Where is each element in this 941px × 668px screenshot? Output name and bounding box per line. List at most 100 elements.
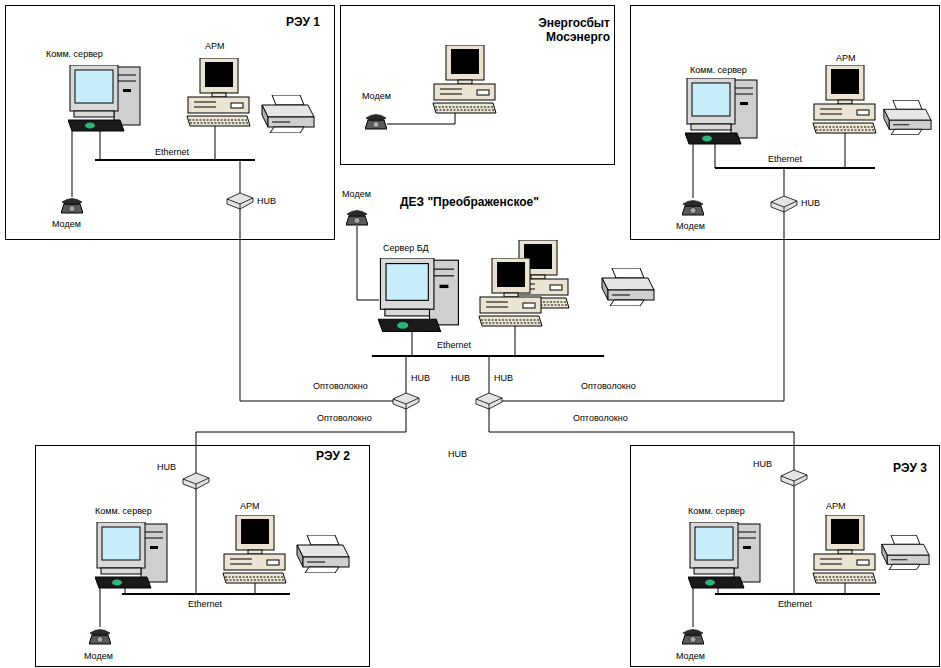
workstation-icon [479, 258, 542, 326]
hub-body [476, 393, 502, 409]
site-frame: РЭУ 2HUB [35, 445, 370, 667]
hub-icon [476, 393, 502, 409]
office-frame [631, 6, 940, 240]
lan-wire [489, 356, 490, 393]
hub-label: HUB [494, 374, 513, 384]
modem-icon [61, 199, 83, 214]
server-icon [685, 78, 757, 144]
energosbyt-equipment [365, 45, 496, 129]
ethernet-bus [122, 593, 290, 595]
ethernet-bus [95, 159, 255, 161]
device-label: АРМ [826, 502, 845, 512]
hub-label: HUB [257, 197, 276, 207]
modem-wire [100, 588, 101, 627]
link-label: Оптоволокно [312, 382, 369, 392]
device-label: Модем [362, 92, 391, 102]
server-icon [688, 522, 760, 588]
workstation-icon [813, 65, 876, 133]
workstation-icon [187, 58, 250, 126]
workstation-icon [813, 515, 876, 583]
hub-edge [489, 404, 490, 409]
workstation-icon [433, 45, 496, 113]
hub-edge [476, 398, 502, 404]
device-label: Комм. сервер [690, 66, 747, 76]
device-label: Ethernet [768, 155, 802, 165]
lan-wire [100, 131, 101, 160]
dez-equipment [346, 211, 654, 394]
link-label: Оптоволокно [316, 414, 373, 424]
hub-edge [196, 484, 197, 489]
hub-body [393, 393, 419, 409]
reu1-equipment [61, 58, 314, 213]
hub-icon [393, 393, 419, 409]
hub-edge [406, 404, 407, 409]
fiber-link [240, 209, 393, 401]
device-label: Ethernet [778, 600, 812, 610]
site-title: РЭУ 2 [316, 450, 350, 464]
hub-icon [781, 470, 807, 486]
hub-edge [240, 204, 241, 209]
fiber-link [196, 409, 406, 473]
site-title: РЭУ 1 [286, 16, 320, 30]
modem-icon [346, 211, 368, 226]
hub-node: HUB [781, 470, 807, 486]
lan-wire [240, 160, 241, 193]
hub-icon [771, 196, 797, 212]
server-icon [95, 522, 167, 588]
modem-wire [693, 588, 694, 627]
lan-wire [412, 332, 413, 356]
hub-edge [784, 207, 785, 212]
hub-label: HUB [411, 374, 430, 384]
ethernet-bus [715, 167, 875, 169]
office-equipment [682, 65, 931, 215]
hub-edge [393, 398, 419, 404]
ethernet-bus [715, 593, 880, 595]
device-label: Ethernet [437, 341, 471, 351]
lan-wire [255, 583, 256, 594]
hub-icon [183, 473, 209, 489]
device-label: Модем [84, 652, 113, 662]
lan-wire [406, 356, 407, 393]
hub-icon [227, 193, 253, 209]
hub-node: HUB [227, 193, 253, 209]
hub-body [781, 470, 807, 486]
hub-node: HUB [393, 393, 419, 409]
site-title: ДЕЗ "Преображенское" [400, 196, 539, 209]
hub-edge [794, 481, 795, 486]
db-server-icon [378, 258, 458, 332]
hub-edge [227, 198, 253, 204]
server-icon [68, 65, 140, 131]
hub-body [183, 473, 209, 489]
device-label: HUB [451, 374, 470, 384]
lan-wire [718, 588, 719, 594]
printer-icon [602, 268, 654, 306]
device-label: Комм. сервер [95, 507, 152, 517]
site-title: Энергосбыт Мосэнерго [526, 17, 610, 45]
lan-wire [794, 486, 795, 594]
hub-node: HUB [476, 393, 502, 409]
printer-icon [297, 535, 349, 573]
link-label: Оптоволокно [572, 414, 629, 424]
fiber-link [489, 409, 794, 470]
device-label: Комм. сервер [688, 507, 745, 517]
hub-edge [183, 478, 209, 484]
device-label: Модем [342, 190, 371, 200]
device-label: HUB [448, 450, 467, 460]
hub-body [227, 193, 253, 209]
printer-icon [884, 100, 931, 135]
modem-wire [387, 113, 455, 124]
device-label: Ethernet [188, 600, 222, 610]
modem-wire [357, 226, 379, 300]
lan-wire [215, 126, 216, 160]
lan-wire [715, 144, 716, 168]
modem-wire [72, 131, 73, 197]
fiber-link [502, 212, 784, 401]
lan-wire [515, 326, 516, 356]
reu2-equipment [89, 489, 349, 644]
device-label: Сервер БД [383, 244, 429, 254]
device-label: Модем [676, 652, 705, 662]
modem-wire [693, 144, 694, 198]
site-title: РЭУ 3 [893, 462, 927, 476]
